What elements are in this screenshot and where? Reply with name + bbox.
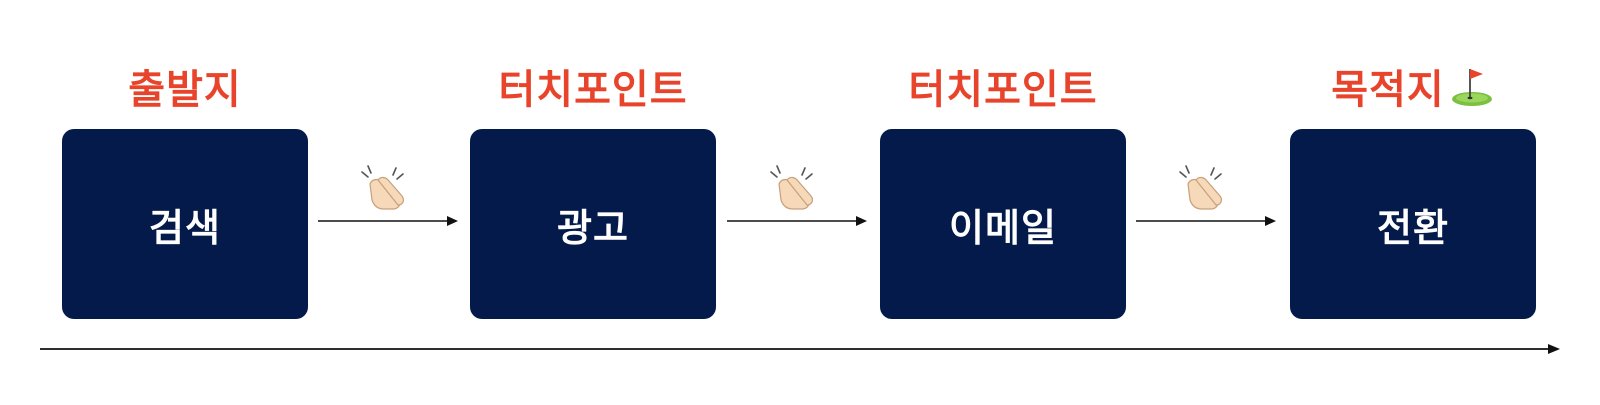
flow-arrow (1136, 216, 1276, 226)
stage-label-text: 터치포인트 (498, 67, 688, 113)
stage-name: 광고 (557, 205, 629, 250)
stage-box-search: 검색 (62, 129, 308, 319)
clapping-hands-icon (361, 165, 404, 210)
stage-name: 검색 (149, 205, 221, 250)
stage-box-ad: 광고 (470, 129, 716, 319)
stage-label-destination: 목적지 (1290, 58, 1536, 114)
stage-label-text: 터치포인트 (908, 67, 1098, 113)
golf-flag-icon (1451, 69, 1492, 106)
stage-label-origin: 출발지 (62, 58, 308, 114)
stage-label-touchpoint-2: 터치포인트 (880, 58, 1126, 114)
clapping-hands-icon (1179, 165, 1222, 210)
stage-box-email: 이메일 (880, 129, 1126, 319)
flow-arrow (318, 216, 458, 226)
stage-label-touchpoint-1: 터치포인트 (470, 58, 716, 114)
connector-2 (727, 164, 867, 244)
timeline-arrow (40, 344, 1560, 354)
stage-label-text: 목적지 (1331, 67, 1445, 113)
connector-3 (1136, 164, 1276, 244)
stage-name: 전환 (1377, 205, 1449, 250)
stage-label-text: 출발지 (128, 67, 242, 113)
clapping-hands-icon (770, 165, 813, 210)
stage-name: 이메일 (949, 205, 1057, 250)
flow-arrow (727, 216, 867, 226)
stage-box-conversion: 전환 (1290, 129, 1536, 319)
connector-1 (318, 164, 458, 244)
